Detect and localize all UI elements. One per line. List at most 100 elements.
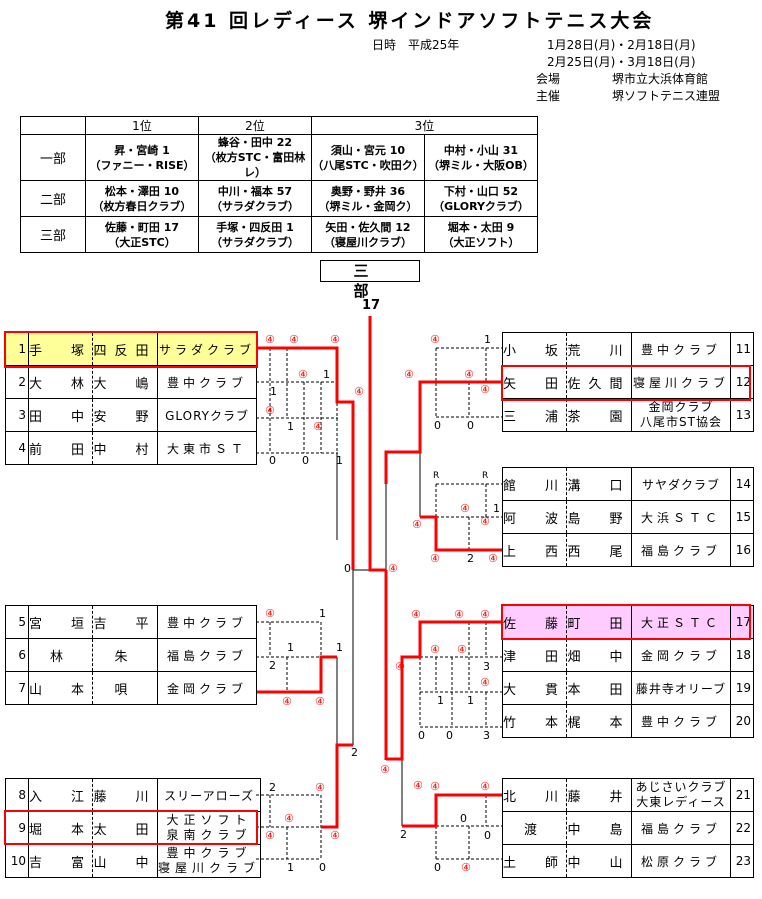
player-2: 朱: [92, 638, 159, 672]
game-score: 0: [344, 562, 351, 575]
result-club: （GLORYクラブ）: [433, 199, 529, 213]
player-2: 四反田: [92, 332, 159, 366]
win-mark: ④: [454, 608, 464, 621]
entry-number: 20: [730, 704, 755, 738]
winner-path-9: [321, 743, 353, 829]
club: 金岡クラブ: [631, 638, 732, 672]
game-score: 2: [269, 659, 276, 672]
winner-path-17: [386, 620, 502, 761]
result-cell: 矢田・佐久間 12（寝屋川クラブ）: [311, 216, 425, 253]
game-score: 0: [484, 829, 491, 842]
result-club: （堺ミル・大阪OB）: [428, 158, 534, 172]
result-club: （ファニー・RISE）: [89, 158, 195, 172]
entry-number: 17: [730, 605, 755, 639]
result-names: 昇・宮崎 1: [114, 143, 170, 157]
results-row: 一部 昇・宮崎 1（ファニー・RISE） 蜂谷・田中 22（枚方STC・富田林レ…: [20, 134, 538, 181]
club: 豊中クラブ: [631, 332, 732, 366]
player-2: 中 村: [92, 431, 159, 465]
entry-number: 1: [5, 332, 29, 366]
date-label: 日時 平成25年: [372, 38, 460, 52]
game-score: 0: [467, 419, 474, 432]
grid-left-3: [256, 794, 322, 860]
player-2: 島 野: [566, 500, 633, 534]
result-club: （寝屋川クラブ）: [324, 235, 412, 249]
game-score: 0: [460, 812, 467, 825]
result-cell: 松本・澤田 10（枚方春日クラブ）: [85, 180, 199, 217]
win-mark: ④: [480, 676, 490, 689]
club-line-1: 豊中クラブ: [166, 846, 252, 860]
entry-number: 10: [5, 844, 29, 878]
club: 藤井寺オリーブ: [631, 671, 732, 705]
game-score: 0: [269, 454, 276, 467]
entry-number: 3: [5, 398, 29, 432]
club: 福島クラブ: [157, 638, 258, 672]
entry-number: 16: [730, 533, 755, 567]
result-names: 手塚・四反田 1: [216, 220, 294, 234]
entry-number: 14: [730, 467, 755, 501]
game-score: 3: [483, 660, 490, 673]
club-line-2: 泉南クラブ: [166, 828, 252, 842]
bracket-winner-lines: [256, 316, 502, 829]
game-score: 1: [336, 454, 343, 467]
dates-line-2: 2月25日(月)・3月18日(月): [547, 55, 696, 69]
player-2: 中 島: [566, 811, 633, 845]
win-mark: ④: [480, 515, 490, 528]
player-1: 佐 藤: [501, 605, 568, 639]
game-score: R: [482, 471, 489, 481]
result-names: 須山・宮元 10: [330, 143, 406, 157]
club: 福島クラブ: [631, 533, 732, 567]
winner-path-final: [368, 316, 386, 572]
result-club: （大正ソフト）: [442, 235, 520, 249]
player-1: 土 師: [501, 844, 568, 878]
result-names: 中川・福本 57: [217, 184, 293, 198]
player-1: 小 坂: [501, 332, 568, 366]
game-score: 0: [418, 729, 425, 742]
win-mark: ④: [430, 552, 440, 565]
entry-number: 18: [730, 638, 755, 672]
player-2: 山 中: [92, 844, 159, 878]
game-score: 1: [437, 694, 444, 707]
entry-number: 11: [730, 332, 755, 366]
entry-number: 8: [5, 778, 29, 812]
win-mark: ④: [411, 608, 421, 621]
player-1: 大 貫: [501, 671, 568, 705]
player-2: 町 田: [566, 605, 633, 639]
player-1: 三 浦: [501, 398, 568, 432]
player-1: 林: [27, 638, 94, 672]
result-club: （サラダクラブ）: [211, 235, 299, 249]
game-score: 1: [270, 385, 277, 398]
player-1: 吉 富: [27, 844, 94, 878]
game-score: 0: [434, 419, 441, 432]
game-score: 2: [269, 781, 276, 794]
game-score: 0: [302, 454, 309, 467]
entry-number: 9: [5, 811, 29, 845]
game-score: 1: [287, 641, 294, 654]
